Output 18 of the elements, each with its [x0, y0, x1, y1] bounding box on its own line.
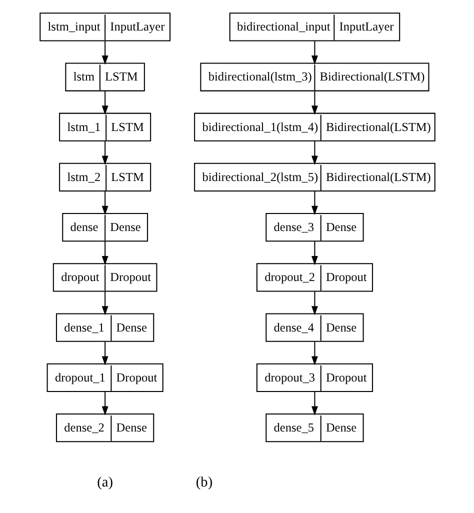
arrow	[310, 341, 318, 365]
arrow	[310, 90, 318, 114]
arrow	[310, 40, 318, 64]
arrow	[101, 291, 108, 315]
arrow	[310, 140, 318, 164]
arrow	[101, 190, 108, 215]
arrow	[310, 190, 318, 215]
arrow	[310, 291, 318, 315]
arrow	[101, 341, 108, 365]
arrow	[310, 241, 318, 265]
arrow	[101, 391, 108, 416]
arrow	[101, 241, 108, 265]
arrow	[101, 140, 108, 164]
arrow	[310, 391, 318, 416]
label: (b)	[195, 474, 212, 490]
arrow	[101, 90, 108, 114]
label: (a)	[96, 474, 112, 490]
arrow	[101, 40, 108, 64]
